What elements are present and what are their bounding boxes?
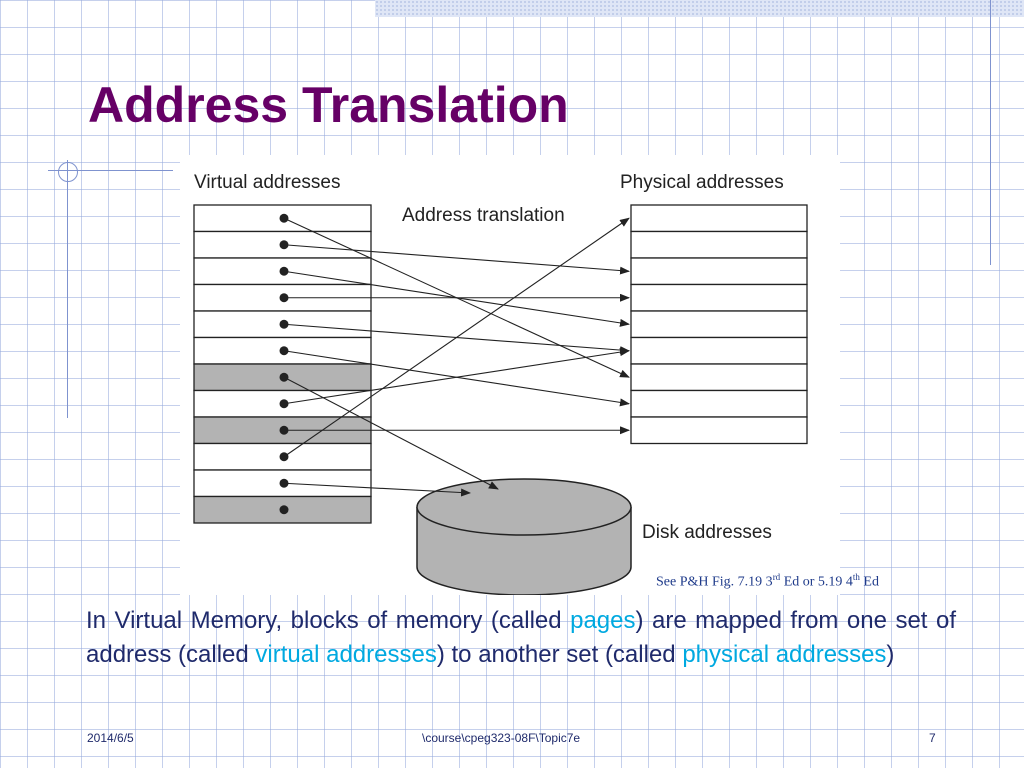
virtual-address-dot bbox=[279, 505, 289, 515]
virtual-addresses-label: Virtual addresses bbox=[194, 172, 340, 193]
diagram-svg: Virtual addresses Physical addresses Add… bbox=[193, 172, 808, 595]
disk-addresses-label: Disk addresses bbox=[642, 522, 772, 543]
corner-ring-decoration bbox=[58, 162, 78, 182]
caption-prefix: See P&H Fig. 7.19 3 bbox=[656, 574, 773, 590]
body-paragraph: In Virtual Memory, blocks of memory (cal… bbox=[86, 604, 956, 672]
body-text-part-3: ) to another set (called bbox=[436, 641, 683, 668]
mapping-arrow bbox=[283, 482, 471, 497]
footer-date: 2014/6/5 bbox=[87, 731, 134, 745]
physical-address-row bbox=[630, 416, 808, 445]
physical-address-row bbox=[630, 363, 808, 392]
caption-sup-th: th bbox=[852, 572, 860, 582]
right-decorative-line bbox=[990, 0, 991, 265]
physical-address-row bbox=[630, 204, 808, 233]
disk-icon bbox=[416, 478, 632, 595]
mapping-arrows bbox=[283, 217, 630, 497]
left-decorative-line bbox=[67, 160, 68, 418]
physical-addresses-term: physical addresses bbox=[682, 641, 887, 668]
physical-address-row bbox=[630, 310, 808, 339]
virtual-addresses-term: virtual addresses bbox=[255, 641, 437, 668]
virtual-address-table bbox=[193, 204, 372, 524]
footer-course-path: \course\cpeg323-08F\Topic7e bbox=[422, 731, 581, 745]
physical-addresses-label: Physical addresses bbox=[620, 172, 784, 193]
mapping-arrow bbox=[283, 217, 630, 458]
body-text-part-2: ) are mapped from one set of address (ca… bbox=[86, 607, 956, 668]
body-text-part-4: ) bbox=[886, 641, 895, 668]
mapping-arrow bbox=[283, 376, 499, 490]
body-text-part-1: In Virtual Memory, blocks of memory (cal… bbox=[86, 607, 571, 634]
mapping-arrow bbox=[283, 348, 630, 405]
footer-page-number: 7 bbox=[929, 731, 936, 745]
physical-address-row bbox=[630, 230, 808, 259]
physical-address-row bbox=[630, 283, 808, 312]
figure-caption: See P&H Fig. 7.19 3rd Ed or 5.19 4th Ed bbox=[656, 572, 879, 591]
caption-sup-rd: rd bbox=[772, 572, 781, 582]
caption-suffix: Ed bbox=[859, 574, 879, 590]
top-decorative-band bbox=[375, 0, 1024, 17]
pages-term: pages bbox=[570, 607, 636, 634]
physical-address-row bbox=[630, 257, 808, 286]
address-translation-label: Address translation bbox=[402, 205, 565, 226]
physical-address-row bbox=[630, 389, 808, 418]
caption-middle: Ed or 5.19 4 bbox=[780, 574, 853, 590]
physical-address-table bbox=[630, 204, 808, 445]
address-translation-diagram: Virtual addresses Physical addresses Add… bbox=[180, 155, 840, 595]
title-underline-decoration bbox=[48, 170, 173, 171]
physical-address-row bbox=[630, 336, 808, 365]
slide-title: Address Translation bbox=[88, 77, 569, 133]
mapping-arrow bbox=[283, 244, 630, 275]
